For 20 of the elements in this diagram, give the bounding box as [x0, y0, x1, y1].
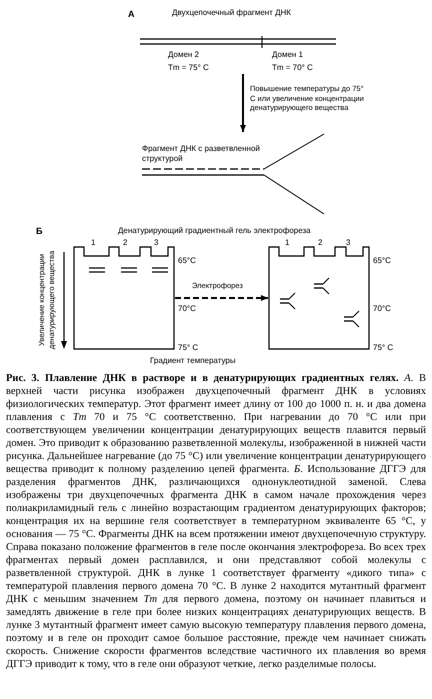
lane-number: 2 [123, 238, 128, 248]
section-title: Денатурирующий градиентный гель электрофореза [118, 226, 311, 236]
temperature-label: 75° C [178, 343, 198, 353]
arrow [240, 74, 246, 132]
temperature-label: 75° C [373, 343, 394, 353]
panel-letter: А [128, 9, 134, 19]
lane-number: 1 [91, 238, 96, 248]
arrow [175, 295, 268, 301]
temperature-label: 65°C [178, 256, 196, 266]
panel-letter: Б [36, 226, 42, 236]
lane-number: 2 [318, 238, 322, 248]
lane-number: 1 [285, 238, 290, 248]
temperature-label: 70°C [178, 304, 196, 314]
lane-number: 3 [154, 238, 158, 248]
temperature-label: 65°C [373, 256, 391, 266]
axis-label: Градиент температуры [150, 356, 236, 366]
temperature-label: 70°C [373, 304, 391, 314]
diagram-caption: Фрагмент ДНК с разветвленной структурой [142, 144, 262, 164]
figure-caption: Рис. 3. Плавление ДНК в растворе и в денатурирующих градиентных гелях. А. В верхней части рисунка изображен двухцепочечный фрагмент ДНК в условиях физиологических температур. Этот фрагмент имеет длину от 100 до 1000 п. н. и два домена плавления с Tm 70 и 75 °С соответственно. При нагревании до 70 °С или при соответствующем увеличении концентрации денатурирующих веществ плавится первый домен. Это приводит к образованию разветвленной молекулы, изображенной в нижней части рисунка. Дальнейшее нагревание (до 75 °С) или увеличение концентрации денатурирующего вещества приводит к полному разделению цепей фрагмента. Б. Использование ДГГЭ для разделения фрагментов ДНК, различающихся однонуклеотидной заменой. Слева изображены три двухцепочечных фрагмента ДНК в самом начале прохождения через полиакриламидный гель с линейно возрастающим градиентом денатурирующих факторов; концентрация их на вершине геля соответствует в температурном эквиваленте 65 °С, у основания — 75 °С. Фрагменты ДНК на всем протяжении имеют двухцепочечную структуру. Справа показано положение фрагментов в геле после окончания электрофореза. Во всех трех фрагментах первый домен расплавился, и они представляют собой молекулы с разветвленной структурой. ДНК в лунке 1 соответствует фрагменту «дикого типа» с температурой плавления первого домена 70 °С. В лунке 2 находится мутантный фрагмент ДНК с меньшим значением Tm для первого домена, поэтому он начинает плавиться и замедлять движение в геле при более низких концентрациях денатурирующих веществ. В лунке 3 мутантный фрагмент имеет самую высокую температуру плавления первого домена, поэтому и в геле он проходит самое большое расстояние, прежде чем начинает снижать скорость. Снижение скорости фрагментов вследствие частичного их плавления во время ДГГЭ приводит к тому, что в геле они образуют четкие, легко разделимые полосы. [6, 372, 426, 671]
lane-number: 3 [346, 238, 350, 248]
